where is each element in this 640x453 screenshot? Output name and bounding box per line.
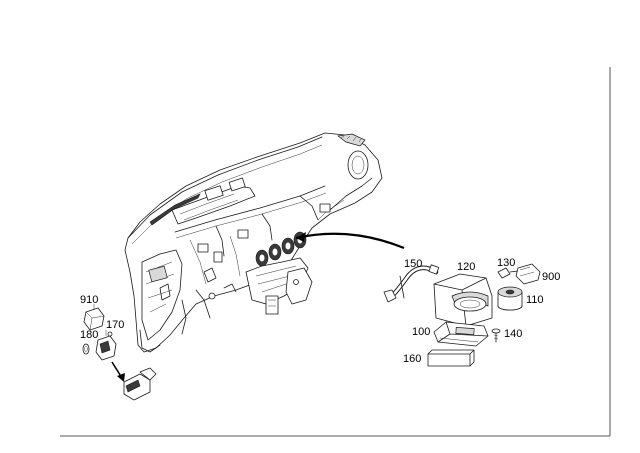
part-clip-lower [111,361,157,401]
callout-120: 120 [457,261,475,273]
dashboard-assembly [124,132,383,353]
callout-110: 110 [526,294,544,306]
part-140 [491,328,501,343]
callout-910: 910 [80,294,98,306]
callout-170: 170 [106,319,124,331]
callout-140: 140 [504,328,522,340]
callout-180: 180 [80,329,98,341]
part-170 [95,330,117,361]
center-vents [255,231,307,267]
part-160 [427,349,475,367]
part-150 [383,264,440,303]
callout-150: 150 [404,258,422,270]
part-120 [433,273,493,327]
leader-arrow [295,232,405,250]
part-910 [83,304,105,331]
part-900 [515,263,541,285]
callout-100: 100 [412,326,430,338]
part-130 [497,267,519,279]
part-100 [433,321,489,347]
callout-900: 900 [542,271,560,283]
part-180 [82,343,90,355]
callout-160: 160 [403,353,421,365]
part-110 [497,286,523,311]
callout-130: 130 [497,257,515,269]
